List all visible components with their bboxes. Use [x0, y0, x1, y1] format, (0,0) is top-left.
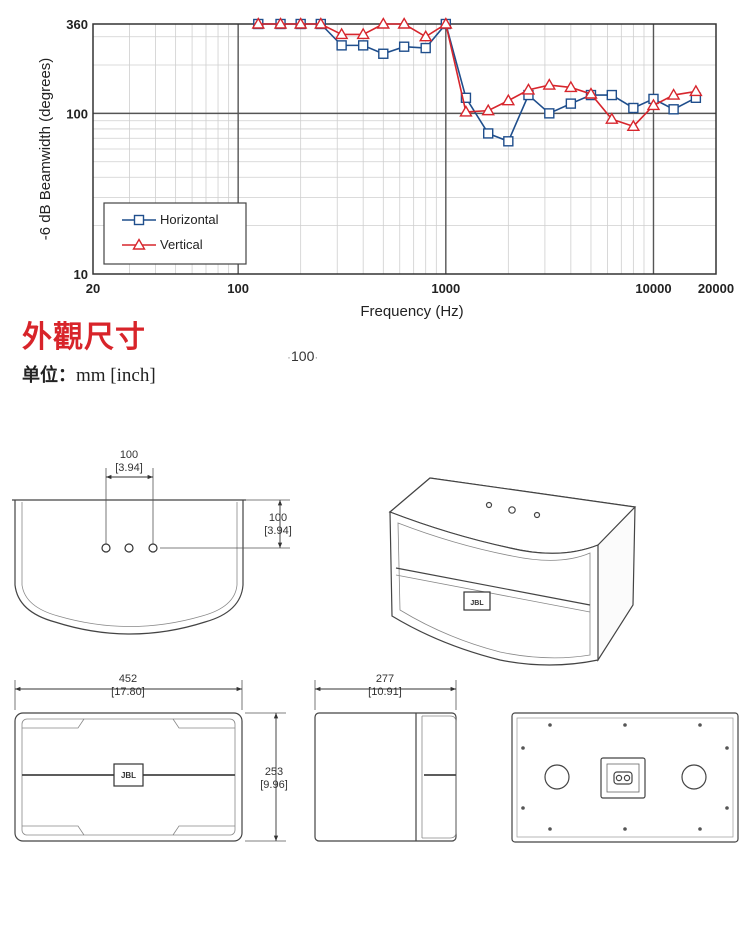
side-depth-in: [10.91] — [368, 686, 402, 698]
x-tick-label: 20000 — [698, 281, 734, 296]
mount-hole-center — [124, 543, 134, 553]
top-view-drawing — [12, 468, 290, 635]
iso-badge-text: JBL — [470, 600, 484, 607]
x-tick-label: 1000 — [431, 281, 460, 296]
x-axis-label: Frequency (Hz) — [360, 303, 463, 320]
legend-label-vertical: Vertical — [160, 237, 203, 252]
front-width-mm: 452 — [119, 673, 137, 685]
side-view-drawing — [314, 680, 457, 842]
data-point-horizontal — [668, 104, 679, 115]
series-line-vertical — [258, 22, 697, 128]
data-point-vertical — [376, 17, 391, 29]
series-layer — [251, 17, 703, 147]
data-point-vertical — [605, 112, 619, 124]
front-jbl-badge: JBL — [113, 763, 144, 787]
mount-hole-right — [148, 543, 158, 553]
data-point-vertical — [314, 17, 328, 29]
data-point-horizontal — [336, 40, 347, 51]
unit-value: mm [inch] — [76, 365, 156, 386]
data-point-vertical — [666, 88, 681, 100]
legend-label-horizontal: Horizontal — [160, 212, 219, 227]
y-tick-label: 100 — [66, 106, 88, 121]
data-point-vertical — [251, 17, 265, 29]
stray-dimension-label: 100 — [287, 348, 318, 364]
x-tick-label: 20 — [86, 281, 100, 296]
data-point-vertical — [439, 17, 453, 29]
top-depth-mm: 100 — [269, 512, 287, 524]
data-point-vertical — [626, 119, 641, 132]
data-point-vertical — [584, 87, 598, 99]
beamwidth-chart: 20 100 1000 10000 20000 10 100 360 Frequency (H… — [37, 17, 734, 320]
iso-jbl-badge: JBL — [463, 591, 491, 611]
front-height-mm: 253 — [265, 766, 283, 778]
data-point-horizontal — [628, 102, 639, 114]
data-point-vertical — [459, 105, 473, 117]
port-left — [544, 764, 570, 790]
y-tick-label: 10 — [74, 267, 88, 282]
front-height-in: [9.96] — [260, 779, 288, 791]
data-point-vertical — [293, 17, 308, 29]
back-view-drawing — [511, 712, 739, 843]
data-point-horizontal — [378, 48, 389, 59]
data-point-vertical — [564, 80, 578, 93]
data-point-vertical — [397, 17, 411, 29]
tick-labels: 20 100 1000 10000 20000 10 100 360 — [66, 17, 734, 296]
data-point-horizontal — [544, 108, 555, 119]
front-view-drawing — [14, 680, 286, 842]
data-point-vertical — [273, 17, 288, 29]
unit-label: 单位： — [22, 365, 76, 386]
data-point-vertical — [542, 78, 557, 90]
data-point-horizontal — [460, 92, 472, 103]
terminal-plate — [600, 757, 646, 799]
minor-gridlines — [92, 24, 716, 274]
series-line-horizontal — [258, 22, 697, 143]
data-point-vertical — [334, 27, 349, 40]
y-tick-label: 360 — [66, 17, 88, 32]
port-right — [681, 764, 707, 790]
data-point-vertical — [689, 84, 703, 97]
top-spacing-mm: 100 — [120, 449, 138, 461]
data-point-horizontal — [606, 89, 618, 101]
y-axis-label: -6 dB Beamwidth (degrees) — [37, 58, 54, 241]
x-tick-label: 100 — [227, 281, 249, 296]
legend: Horizontal Vertical — [103, 202, 247, 265]
data-point-horizontal — [565, 98, 577, 109]
data-point-vertical — [356, 27, 370, 40]
front-width-in: [17.80] — [111, 686, 145, 698]
data-point-vertical — [646, 98, 661, 111]
top-spacing-in: [3.94] — [115, 462, 143, 474]
top-view-mount-holes — [101, 543, 158, 553]
section-title: 外觀尺寸 — [22, 320, 146, 355]
front-badge-text: JBL — [121, 771, 136, 780]
data-point-horizontal — [503, 136, 514, 147]
legend-triangle-marker — [132, 238, 146, 250]
data-point-vertical — [481, 103, 495, 116]
data-point-horizontal — [483, 128, 494, 139]
back-screws — [521, 723, 729, 831]
side-depth-mm: 277 — [376, 673, 394, 685]
data-point-horizontal — [398, 41, 410, 52]
dimension-drawings: 100 [3.94] 100 [3.94] JBL JBL 45 — [12, 449, 739, 843]
top-depth-in: [3.94] — [264, 525, 292, 537]
data-point-horizontal — [357, 40, 369, 51]
iso-view-drawing — [388, 477, 637, 666]
unit-line: 单位：mm [inch] — [22, 361, 156, 387]
data-point-vertical — [501, 93, 516, 106]
data-point-vertical — [418, 29, 433, 42]
data-point-horizontal — [420, 42, 431, 54]
legend-square-marker — [133, 214, 145, 226]
x-tick-label: 10000 — [635, 281, 671, 296]
data-point-vertical — [521, 82, 536, 95]
mount-hole-left — [101, 543, 111, 553]
